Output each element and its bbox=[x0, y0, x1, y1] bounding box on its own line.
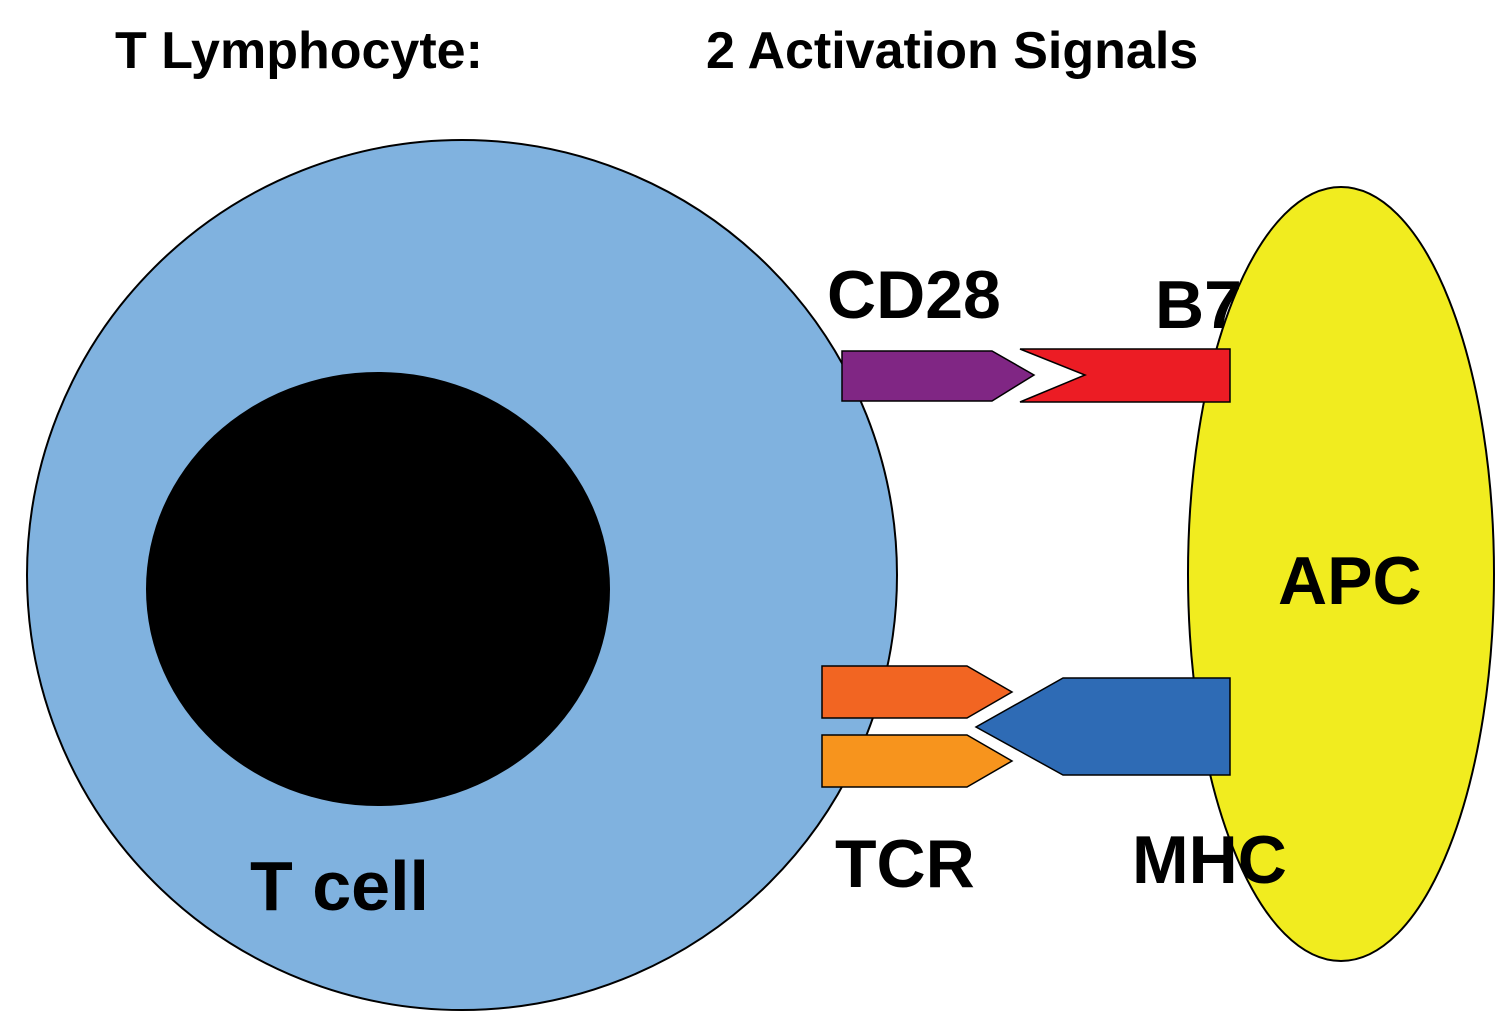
tcr-label: TCR bbox=[835, 826, 975, 902]
t-cell-nucleus bbox=[146, 372, 610, 806]
apc-cell bbox=[1187, 186, 1495, 962]
t-cell-label: T cell bbox=[250, 847, 429, 925]
b7-label: B7 bbox=[1155, 267, 1242, 343]
cd28-label: CD28 bbox=[827, 257, 1001, 333]
cd28-receptor bbox=[841, 350, 1036, 402]
mhc-receptor bbox=[974, 677, 1231, 776]
tcr-upper-chain bbox=[821, 665, 1014, 719]
b7-receptor bbox=[1019, 348, 1231, 403]
title-right: 2 Activation Signals bbox=[706, 22, 1198, 80]
apc-label: APC bbox=[1278, 543, 1422, 619]
tcr-lower-chain bbox=[821, 734, 1014, 788]
title-left: T Lymphocyte: bbox=[115, 22, 483, 80]
mhc-label: MHC bbox=[1132, 822, 1287, 898]
